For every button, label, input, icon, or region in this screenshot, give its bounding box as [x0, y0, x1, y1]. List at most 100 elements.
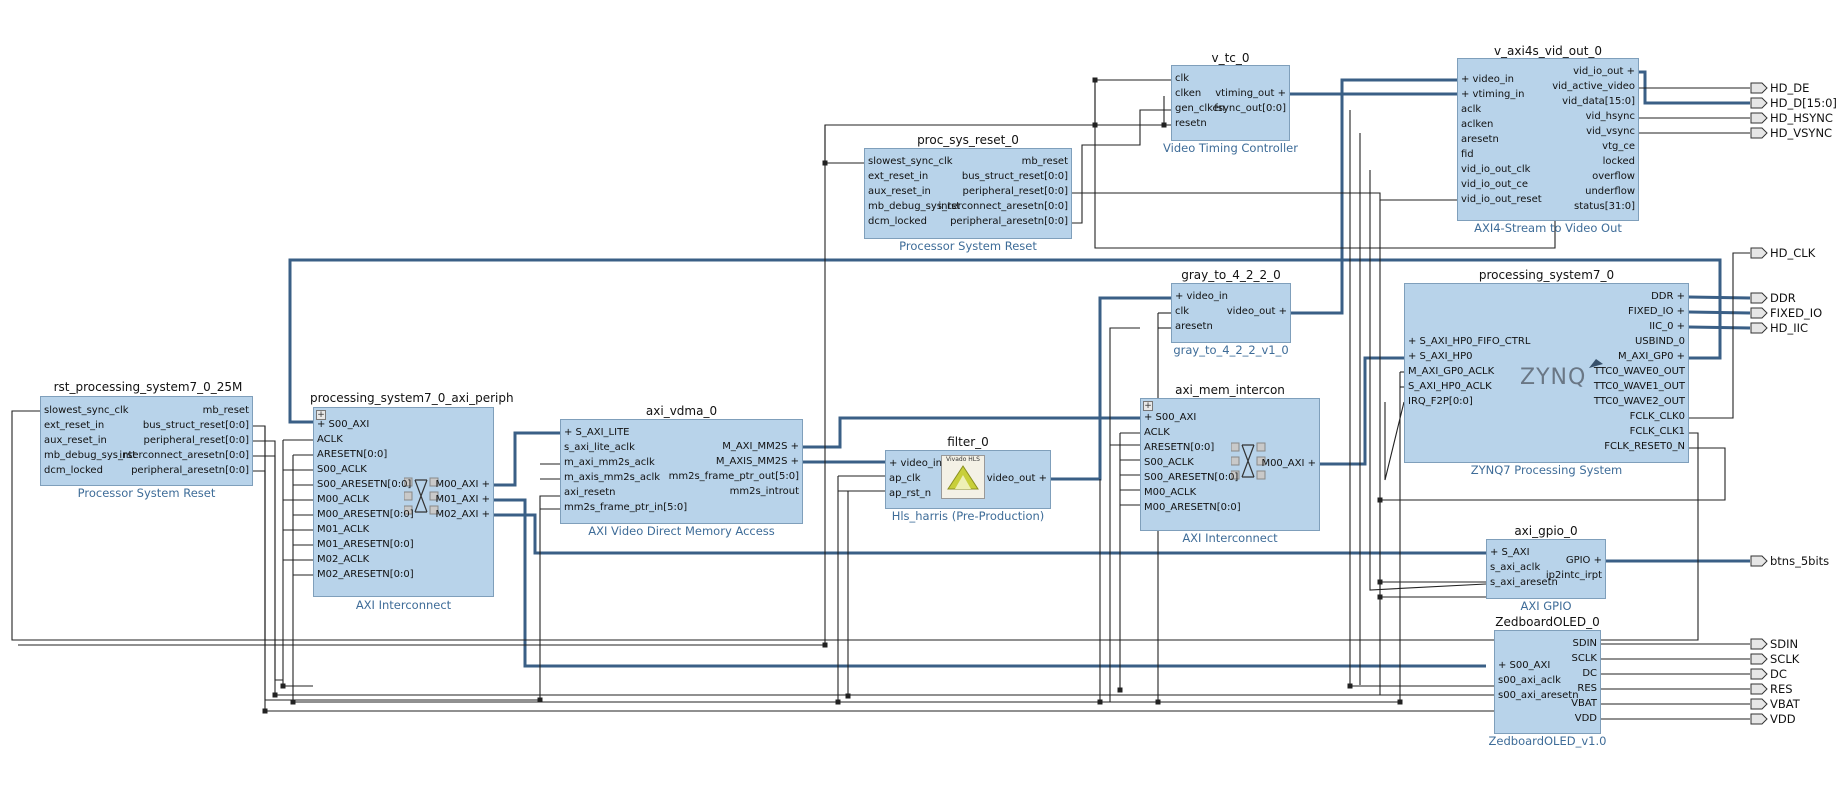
pin-axi_periph-in[interactable]: M00_ACLK: [317, 494, 370, 505]
pin-vdma-in[interactable]: axi_resetn: [564, 487, 616, 498]
pin-oled-out[interactable]: SDIN: [1572, 638, 1597, 649]
external-port-icon[interactable]: [1750, 668, 1768, 680]
pin-axi_periph-out[interactable]: M02_AXI +: [435, 509, 490, 520]
pin-ps7-out[interactable]: TTC0_WAVE1_OUT: [1593, 381, 1685, 392]
pin-filter-in[interactable]: + video_in: [889, 458, 942, 469]
signal-wire[interactable]: [1072, 192, 1457, 201]
pin-vtc-in[interactable]: clken: [1175, 88, 1202, 99]
external-port-icon[interactable]: [1750, 555, 1768, 567]
pin-vtc-out[interactable]: fsync_out[0:0]: [1214, 103, 1286, 114]
pin-mem_ic-in[interactable]: ACLK: [1144, 427, 1170, 438]
pin-vtc-in[interactable]: resetn: [1175, 118, 1207, 129]
pin-ps7-out[interactable]: DDR +: [1651, 291, 1685, 302]
external-port-icon[interactable]: [1750, 322, 1768, 334]
bus-wire[interactable]: [494, 498, 1486, 668]
pin-proc_reset-out[interactable]: mb_reset: [1021, 156, 1068, 167]
pin-ps7-out[interactable]: TTC0_WAVE0_OUT: [1593, 366, 1685, 377]
bus-wire[interactable]: [494, 513, 1486, 555]
pin-oled-in[interactable]: + S00_AXI: [1498, 660, 1551, 671]
pin-vout-out[interactable]: overflow: [1592, 171, 1635, 182]
pin-vout-out[interactable]: vid_data[15:0]: [1562, 96, 1635, 107]
pin-proc_reset-in[interactable]: ext_reset_in: [868, 171, 929, 182]
block-oled[interactable]: [1494, 630, 1601, 734]
pin-oled-out[interactable]: SCLK: [1571, 653, 1597, 664]
signal-wire[interactable]: [1072, 109, 1171, 224]
pin-rst_ps7-out[interactable]: bus_struct_reset[0:0]: [142, 420, 249, 431]
pin-oled-in[interactable]: s00_axi_aclk: [1498, 675, 1561, 686]
block-proc-reset[interactable]: [864, 148, 1072, 239]
pin-axi_periph-in[interactable]: S00_ACLK: [317, 464, 367, 475]
pin-vdma-out[interactable]: M_AXI_MM2S +: [722, 441, 799, 452]
pin-filter-in[interactable]: ap_clk: [889, 473, 921, 484]
signal-wire[interactable]: [1369, 170, 1487, 591]
pin-vdma-in[interactable]: m_axis_mm2s_aclk: [564, 472, 661, 483]
external-port-icon[interactable]: [1750, 112, 1768, 124]
block-gray[interactable]: [1171, 283, 1291, 343]
pin-axi_periph-in[interactable]: M01_ARESETN[0:0]: [317, 539, 414, 550]
pin-vout-in[interactable]: aresetn: [1461, 134, 1499, 145]
pin-ps7-in[interactable]: IRQ_F2P[0:0]: [1408, 396, 1473, 407]
pin-vout-out[interactable]: vid_active_video: [1552, 81, 1635, 92]
pin-mem_ic-in[interactable]: S00_ARESETN[0:0]: [1144, 472, 1239, 483]
bus-wire[interactable]: [1051, 296, 1171, 481]
bus-wire[interactable]: [288, 258, 1722, 424]
block-vdma[interactable]: [560, 419, 803, 524]
pin-axi_periph-out[interactable]: M01_AXI +: [435, 494, 490, 505]
pin-vout-out[interactable]: vid_vsync: [1586, 126, 1635, 137]
signal-wire[interactable]: [11, 410, 1699, 641]
pin-axi_periph-in[interactable]: S00_ARESETN[0:0]: [317, 479, 412, 490]
block-vtc[interactable]: [1171, 65, 1290, 141]
pin-rst_ps7-out[interactable]: mb_reset: [202, 405, 249, 416]
block-vout[interactable]: [1457, 58, 1639, 221]
pin-vout-out[interactable]: vid_hsync: [1585, 111, 1635, 122]
pin-ps7-in[interactable]: + S_AXI_HP0_FIFO_CTRL: [1408, 336, 1531, 347]
pin-mem_ic-in[interactable]: ARESETN[0:0]: [1144, 442, 1215, 453]
pin-vout-in[interactable]: vid_io_out_reset: [1461, 194, 1542, 205]
pin-gpio-out[interactable]: GPIO +: [1565, 555, 1602, 566]
pin-mem_ic-in[interactable]: M00_ACLK: [1144, 487, 1197, 498]
pin-ps7-out[interactable]: FCLK_CLK1: [1629, 426, 1685, 437]
pin-oled-out[interactable]: DC: [1582, 668, 1597, 679]
pin-rst_ps7-out[interactable]: peripheral_reset[0:0]: [143, 435, 249, 446]
pin-axi_periph-in[interactable]: + S00_AXI: [317, 419, 370, 430]
pin-vout-out[interactable]: vtg_ce: [1602, 141, 1635, 152]
pin-proc_reset-in[interactable]: dcm_locked: [868, 216, 927, 227]
pin-oled-in[interactable]: s00_axi_aresetn: [1498, 690, 1579, 701]
pin-mem_ic-out[interactable]: M00_AXI +: [1261, 458, 1316, 469]
pin-gray-in[interactable]: aresetn: [1175, 321, 1213, 332]
bus-wire[interactable]: [1291, 78, 1457, 315]
pin-oled-out[interactable]: VDD: [1574, 713, 1597, 724]
external-port-icon[interactable]: [1750, 638, 1768, 650]
pin-proc_reset-out[interactable]: bus_struct_reset[0:0]: [961, 171, 1068, 182]
bus-wire[interactable]: [1320, 356, 1404, 466]
pin-vdma-in[interactable]: mm2s_frame_ptr_in[5:0]: [564, 502, 688, 513]
pin-rst_ps7-out[interactable]: peripheral_aresetn[0:0]: [131, 465, 249, 476]
pin-axi_periph-in[interactable]: M01_ACLK: [317, 524, 370, 535]
bus-wire[interactable]: [1688, 325, 1751, 330]
pin-proc_reset-in[interactable]: slowest_sync_clk: [868, 156, 953, 167]
pin-vout-in[interactable]: vid_io_out_clk: [1461, 164, 1531, 175]
pin-gpio-in[interactable]: + S_AXI: [1490, 547, 1530, 558]
pin-gray-in[interactable]: + video_in: [1175, 291, 1228, 302]
external-port-icon[interactable]: [1750, 127, 1768, 139]
pin-rst_ps7-in[interactable]: mb_debug_sys_rst: [44, 450, 137, 461]
pin-proc_reset-out[interactable]: peripheral_reset[0:0]: [962, 186, 1068, 197]
pin-proc_reset-in[interactable]: aux_reset_in: [868, 186, 931, 197]
pin-gray-out[interactable]: video_out +: [1226, 306, 1287, 317]
pin-ps7-out[interactable]: FCLK_RESET0_N: [1604, 441, 1685, 452]
pin-axi_periph-out[interactable]: M00_AXI +: [435, 479, 490, 490]
pin-rst_ps7-in[interactable]: slowest_sync_clk: [44, 405, 129, 416]
pin-vout-out[interactable]: vid_io_out +: [1573, 66, 1635, 77]
external-port-icon[interactable]: [1750, 247, 1768, 259]
block-rst-ps7[interactable]: [40, 396, 253, 486]
pin-vout-out[interactable]: underflow: [1585, 186, 1635, 197]
pin-axi_periph-in[interactable]: ARESETN[0:0]: [317, 449, 388, 460]
pin-vout-out[interactable]: locked: [1602, 156, 1635, 167]
pin-oled-out[interactable]: VBAT: [1571, 698, 1597, 709]
pin-axi_periph-in[interactable]: M02_ACLK: [317, 554, 370, 565]
pin-vdma-in[interactable]: + S_AXI_LITE: [564, 427, 630, 438]
pin-vout-out[interactable]: status[31:0]: [1574, 201, 1635, 212]
pin-rst_ps7-out[interactable]: interconnect_aresetn[0:0]: [119, 450, 249, 461]
external-port-icon[interactable]: [1750, 82, 1768, 94]
pin-vtc-in[interactable]: gen_clken: [1175, 103, 1226, 114]
